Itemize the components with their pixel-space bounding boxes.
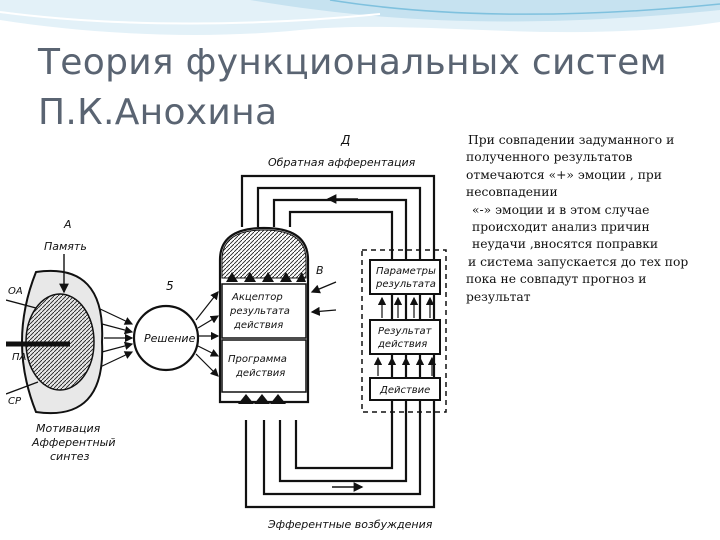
title-line-1: Теория функциональных систем: [38, 42, 667, 83]
motivation-line-3: синтез: [50, 450, 90, 463]
text-line-4: несовпадении: [466, 185, 558, 200]
label-a: А: [63, 218, 72, 231]
params-box: [369, 259, 441, 295]
acceptor-box: [221, 283, 307, 339]
params-line-2: результата: [375, 279, 436, 290]
program-box: [221, 339, 307, 393]
acceptor-top-triangles: [226, 272, 306, 282]
acceptor-line-3: действия: [233, 320, 283, 331]
decision-label: Решение: [144, 332, 196, 345]
result-dashed-frame: [361, 249, 447, 413]
text-line-9: пока не совпадут прогноз и: [466, 272, 647, 287]
result-line-1: Результат: [378, 326, 433, 337]
efferent-label: Эфферентные возбуждения: [267, 518, 433, 531]
text-line-8: и система запускается до тех пор: [468, 254, 689, 269]
anokhin-diagram: Д Обратная афферентация Параметры резуль…: [6, 132, 466, 535]
result-to-params-arrows: [377, 296, 435, 318]
label-v: В: [316, 264, 324, 277]
decision-to-acceptor-arrows: [195, 291, 220, 377]
acceptor-line-1: Акцептор: [231, 292, 283, 303]
action-label: Действие: [379, 385, 430, 396]
label-sr: СР: [8, 396, 22, 407]
program-line-2: действия: [235, 368, 285, 379]
label-5: 5: [166, 279, 174, 293]
acceptor-line-2: результата: [229, 306, 290, 317]
text-line-5: «-» эмоции и в этом случае: [472, 202, 650, 217]
result-box: [369, 319, 441, 355]
text-line-7: неудачи ,вносятся поправки: [472, 237, 659, 252]
memory-label: Память: [44, 240, 87, 253]
decision-circle: [132, 304, 200, 372]
motivation-line-2: Афферентный: [31, 436, 115, 449]
text-line-1: При совпадении задуманного и: [468, 133, 675, 147]
action-to-result-arrows: [373, 356, 437, 376]
motivation-line-1: Мотивация: [36, 422, 101, 435]
sr-input-line: [6, 381, 39, 395]
text-line-10: результат: [466, 289, 531, 304]
program-bottom-triangles: [238, 394, 286, 404]
text-line-2: полученного результатов: [466, 150, 633, 165]
text-line-3: отмечаются «+» эмоции , при: [466, 167, 662, 182]
explanation-text: При совпадении задуманного и полученного…: [466, 132, 718, 392]
result-line-2: действия: [377, 339, 427, 350]
program-line-1: Программа: [228, 354, 287, 365]
synthesis-to-decision-arrows: [97, 307, 134, 369]
slide-title: Теория функциональных систем П.К.Анохина: [38, 38, 698, 138]
oa-input-line: [6, 299, 37, 309]
action-box: [369, 377, 441, 401]
title-line-2: П.К.Анохина: [38, 92, 278, 133]
acceptor-hatched-top: [221, 229, 307, 279]
afferentation-label: Обратная афферентация: [268, 156, 416, 169]
label-pa: ПА: [12, 352, 27, 363]
acceptor-side-arrows: [310, 281, 337, 316]
params-line-1: Параметры: [376, 266, 436, 277]
label-oa: ОА: [8, 286, 23, 297]
header-wave-decoration: [0, 0, 720, 35]
label-d: Д: [340, 133, 350, 147]
text-line-6: происходит анализ причин: [472, 220, 650, 235]
